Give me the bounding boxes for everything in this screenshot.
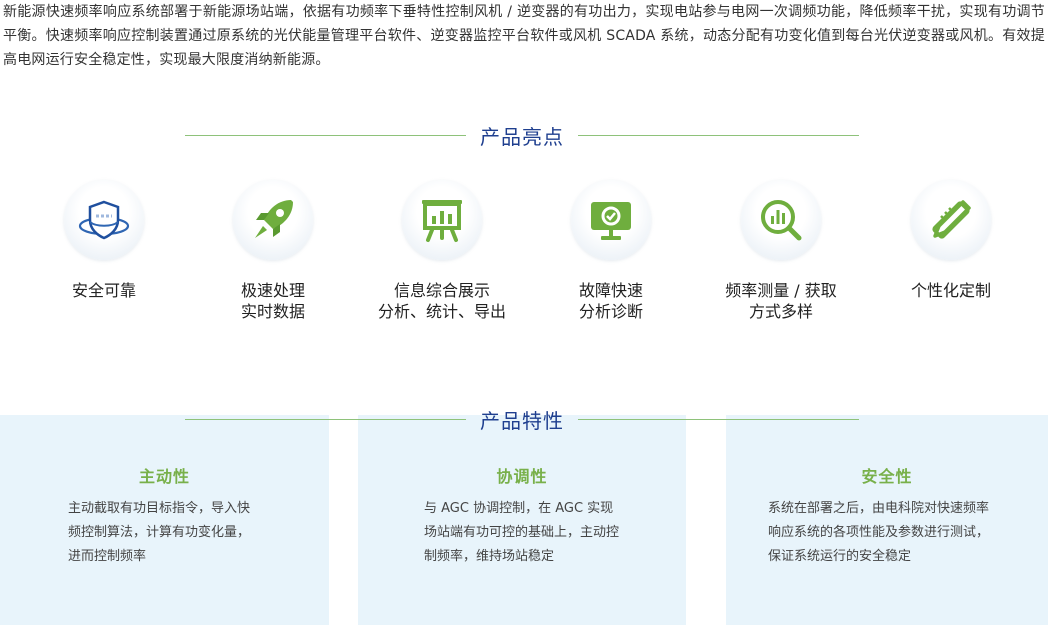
- highlight-label: 极速处理 实时数据: [240, 281, 305, 321]
- pencil-ruler-icon: [911, 180, 991, 260]
- divider-right: [578, 418, 859, 420]
- highlight-label: 故障快速 分析诊断: [578, 281, 643, 321]
- presentation-board-icon: [402, 180, 482, 260]
- monitor-check-icon: [571, 180, 651, 260]
- highlight-item-safe: 安全可靠: [29, 180, 179, 301]
- highlights-row: 安全可靠 极速处理 实时数据 信息综合展示 分析、统计、导出: [0, 180, 1048, 330]
- feature-title: 安全性: [861, 467, 913, 486]
- rocket-icon: [233, 180, 313, 260]
- feature-text: 主动截取有功目标指令，导入快频控制算法，计算有功变化量，进而控制频率: [68, 501, 251, 564]
- highlight-item-display: 信息综合展示 分析、统计、导出: [367, 180, 517, 322]
- highlight-label: 频率测量 / 获取 方式多样: [725, 281, 837, 321]
- features-title: 产品特性: [480, 408, 564, 433]
- highlight-label: 安全可靠: [71, 281, 136, 300]
- divider-right: [578, 134, 859, 136]
- feature-text: 与 AGC 协调控制，在 AGC 实现场站端有功可控的基础上，主动控制频率，维持…: [424, 501, 620, 564]
- shield-icon: [64, 180, 144, 260]
- highlight-item-custom: 个性化定制: [876, 180, 1026, 301]
- feature-card-coordination: 协调性 与 AGC 协调控制，在 AGC 实现场站端有功可控的基础上，主动控制频…: [358, 415, 686, 625]
- feature-title: 主动性: [138, 467, 190, 486]
- features-heading: 产品特性: [185, 404, 859, 434]
- highlight-label: 信息综合展示 分析、统计、导出: [377, 281, 506, 321]
- highlight-item-measure: 频率测量 / 获取 方式多样: [706, 180, 856, 322]
- feature-text: 系统在部署之后，由电科院对快速频率响应系统的各项性能及参数进行测试，保证系统运行…: [768, 501, 990, 564]
- highlights-heading: 产品亮点: [185, 120, 859, 150]
- highlights-title: 产品亮点: [480, 124, 564, 149]
- feature-title: 协调性: [496, 467, 548, 486]
- feature-card-proactive: 主动性 主动截取有功目标指令，导入快频控制算法，计算有功变化量，进而控制频率: [0, 415, 329, 625]
- divider-left: [185, 418, 466, 420]
- highlight-item-diagnosis: 故障快速 分析诊断: [536, 180, 686, 322]
- intro-paragraph: 新能源快速频率响应系统部署于新能源场站端，依据有功频率下垂特性控制风机 / 逆变…: [3, 4, 1045, 68]
- highlight-label: 个性化定制: [910, 281, 991, 300]
- highlight-item-speed: 极速处理 实时数据: [198, 180, 348, 322]
- features-row: 主动性 主动截取有功目标指令，导入快频控制算法，计算有功变化量，进而控制频率 协…: [0, 415, 1048, 625]
- feature-card-safety: 安全性 系统在部署之后，由电科院对快速频率响应系统的各项性能及参数进行测试，保证…: [726, 415, 1048, 625]
- magnifier-chart-icon: [741, 180, 821, 260]
- divider-left: [185, 134, 466, 136]
